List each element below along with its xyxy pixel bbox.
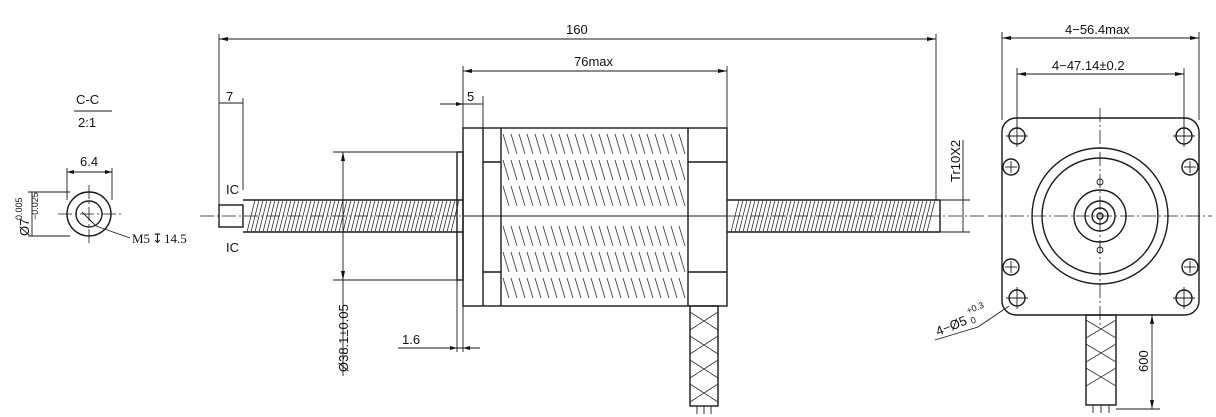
thread-note: M5 xyxy=(132,231,150,246)
shaft-tol-top: 0.005 xyxy=(14,197,24,220)
section-detail: C-C 2:1 6.4 Ø7 0.005 −0.025 M5 ↧ 14.5 xyxy=(14,92,187,246)
depth-symbol: ↧ xyxy=(152,231,163,246)
lead-screw-right xyxy=(727,199,941,233)
front-boss-inner xyxy=(1041,157,1159,275)
shaft-diameter-base: Ø7 xyxy=(17,219,32,236)
screw-heads xyxy=(1002,158,1199,276)
shaft-width-dim: 6.4 xyxy=(80,154,98,169)
side-wire-bundle xyxy=(689,305,719,414)
lead-length-dim: 600 xyxy=(1136,350,1151,372)
ic-label-bottom: IC xyxy=(226,240,239,255)
total-length-dim: 160 xyxy=(566,22,588,37)
front-screw-outer xyxy=(1084,200,1116,232)
front-view: 4−56.4max 4−47.14±0.2 xyxy=(934,22,1212,413)
ic-label-top: IC xyxy=(226,182,239,197)
mount-holes xyxy=(1006,125,1195,309)
mount-hole-tol-zero: 0 xyxy=(969,315,977,326)
mount-hole-tol-plus: +0.3 xyxy=(965,300,985,316)
section-scale: 2:1 xyxy=(78,115,96,130)
lead-screw-left xyxy=(243,199,463,233)
shaft-tip xyxy=(218,204,244,228)
section-name: C-C xyxy=(76,92,99,107)
front-bearing xyxy=(1073,189,1127,243)
pilot-diameter-dim: Ø38.1±0.05 xyxy=(336,304,351,372)
body-length-dim: 76max xyxy=(574,54,614,69)
pilot-depth-dim: 1.6 xyxy=(402,332,420,347)
thread-depth: 14.5 xyxy=(164,231,187,246)
front-screw-inner xyxy=(1091,207,1109,225)
screw-spec-dim: Tr10X2 xyxy=(948,140,963,182)
flange-thickness-dim: 5 xyxy=(467,89,474,104)
hole-spacing-dim: 4−47.14±0.2 xyxy=(1052,58,1125,73)
end-offset-dim: 7 xyxy=(226,89,233,104)
shaft-tol-bottom: −0.025 xyxy=(30,192,40,220)
front-wire-bundle xyxy=(1085,314,1117,413)
motor-body xyxy=(462,127,728,307)
front-boss-outer xyxy=(1031,147,1169,285)
side-view: 160 7 IC IC xyxy=(200,22,985,414)
square-size-dim: 4−56.4max xyxy=(1065,22,1130,37)
